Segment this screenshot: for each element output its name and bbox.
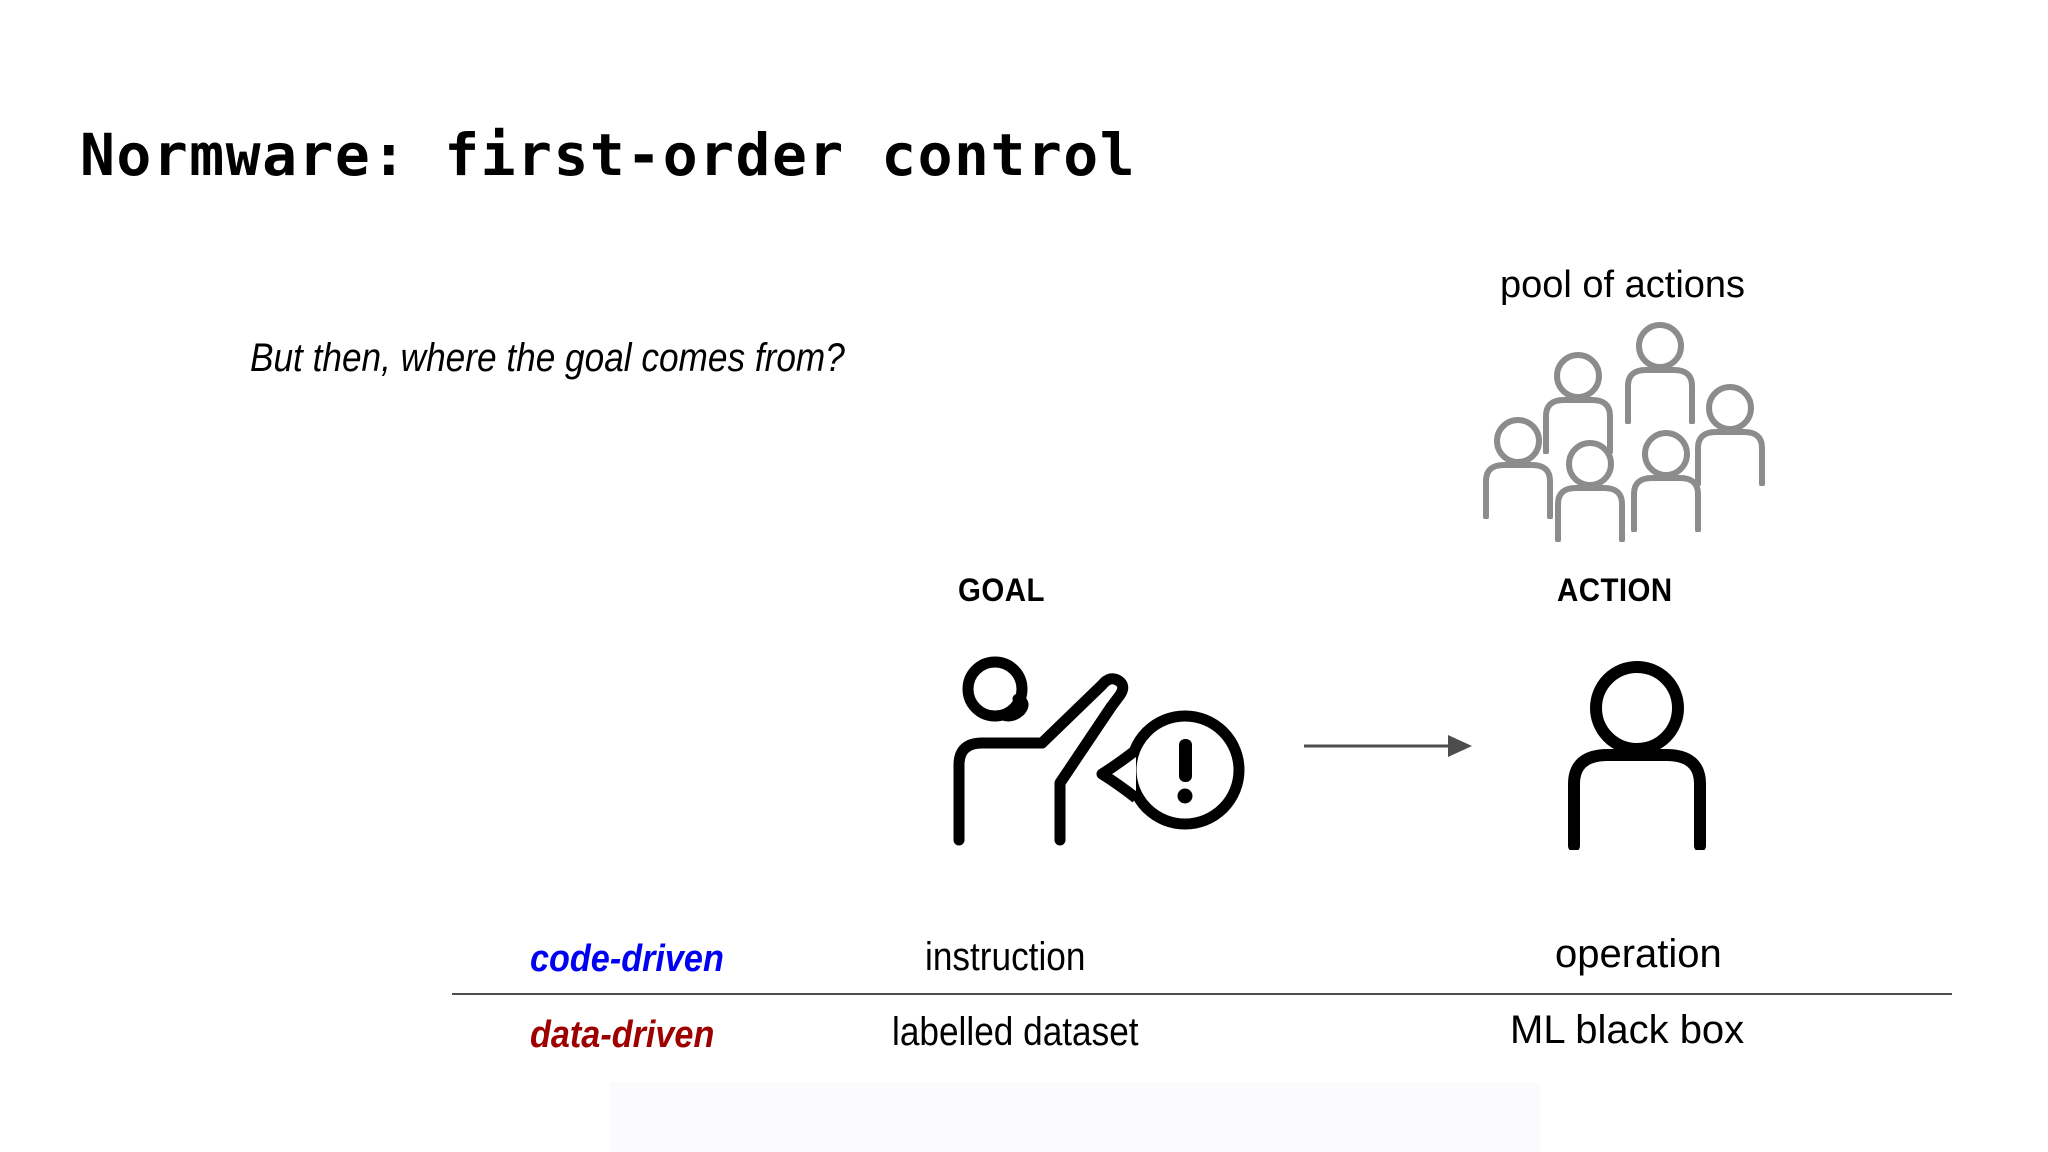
action-column-heading: ACTION bbox=[1557, 572, 1673, 608]
matrix-row-mode-code-driven: code-driven bbox=[530, 938, 724, 980]
person-icon bbox=[1552, 438, 1628, 543]
goal-column-heading: GOAL bbox=[958, 572, 1045, 608]
matrix-cell-data-driven-action: ML black box bbox=[1510, 1008, 1745, 1052]
person-icon bbox=[1562, 660, 1712, 852]
page-title: Normware: first-order control bbox=[80, 121, 1137, 189]
person-icon bbox=[1628, 428, 1704, 533]
matrix-cell-code-driven-action: operation bbox=[1555, 932, 1722, 976]
matrix-row-mode-data-driven: data-driven bbox=[530, 1014, 715, 1056]
question-text: But then, where the goal comes from? bbox=[250, 336, 845, 380]
person-icon bbox=[1540, 350, 1616, 455]
person-pointing-with-alert-bubble-icon bbox=[950, 655, 1260, 850]
matrix-cell-data-driven-goal: labelled dataset bbox=[892, 1010, 1139, 1054]
pool-of-actions-label: pool of actions bbox=[1500, 264, 1746, 306]
person-icon bbox=[1480, 415, 1556, 520]
matrix-cell-code-driven-goal: instruction bbox=[925, 935, 1086, 979]
person-icon bbox=[1622, 320, 1698, 425]
person-icon bbox=[1692, 382, 1768, 487]
matrix-divider bbox=[452, 993, 1952, 995]
right-arrow-icon bbox=[1300, 726, 1475, 766]
bottom-band bbox=[610, 1082, 1540, 1152]
pool-of-actions-cluster bbox=[1480, 320, 1780, 543]
